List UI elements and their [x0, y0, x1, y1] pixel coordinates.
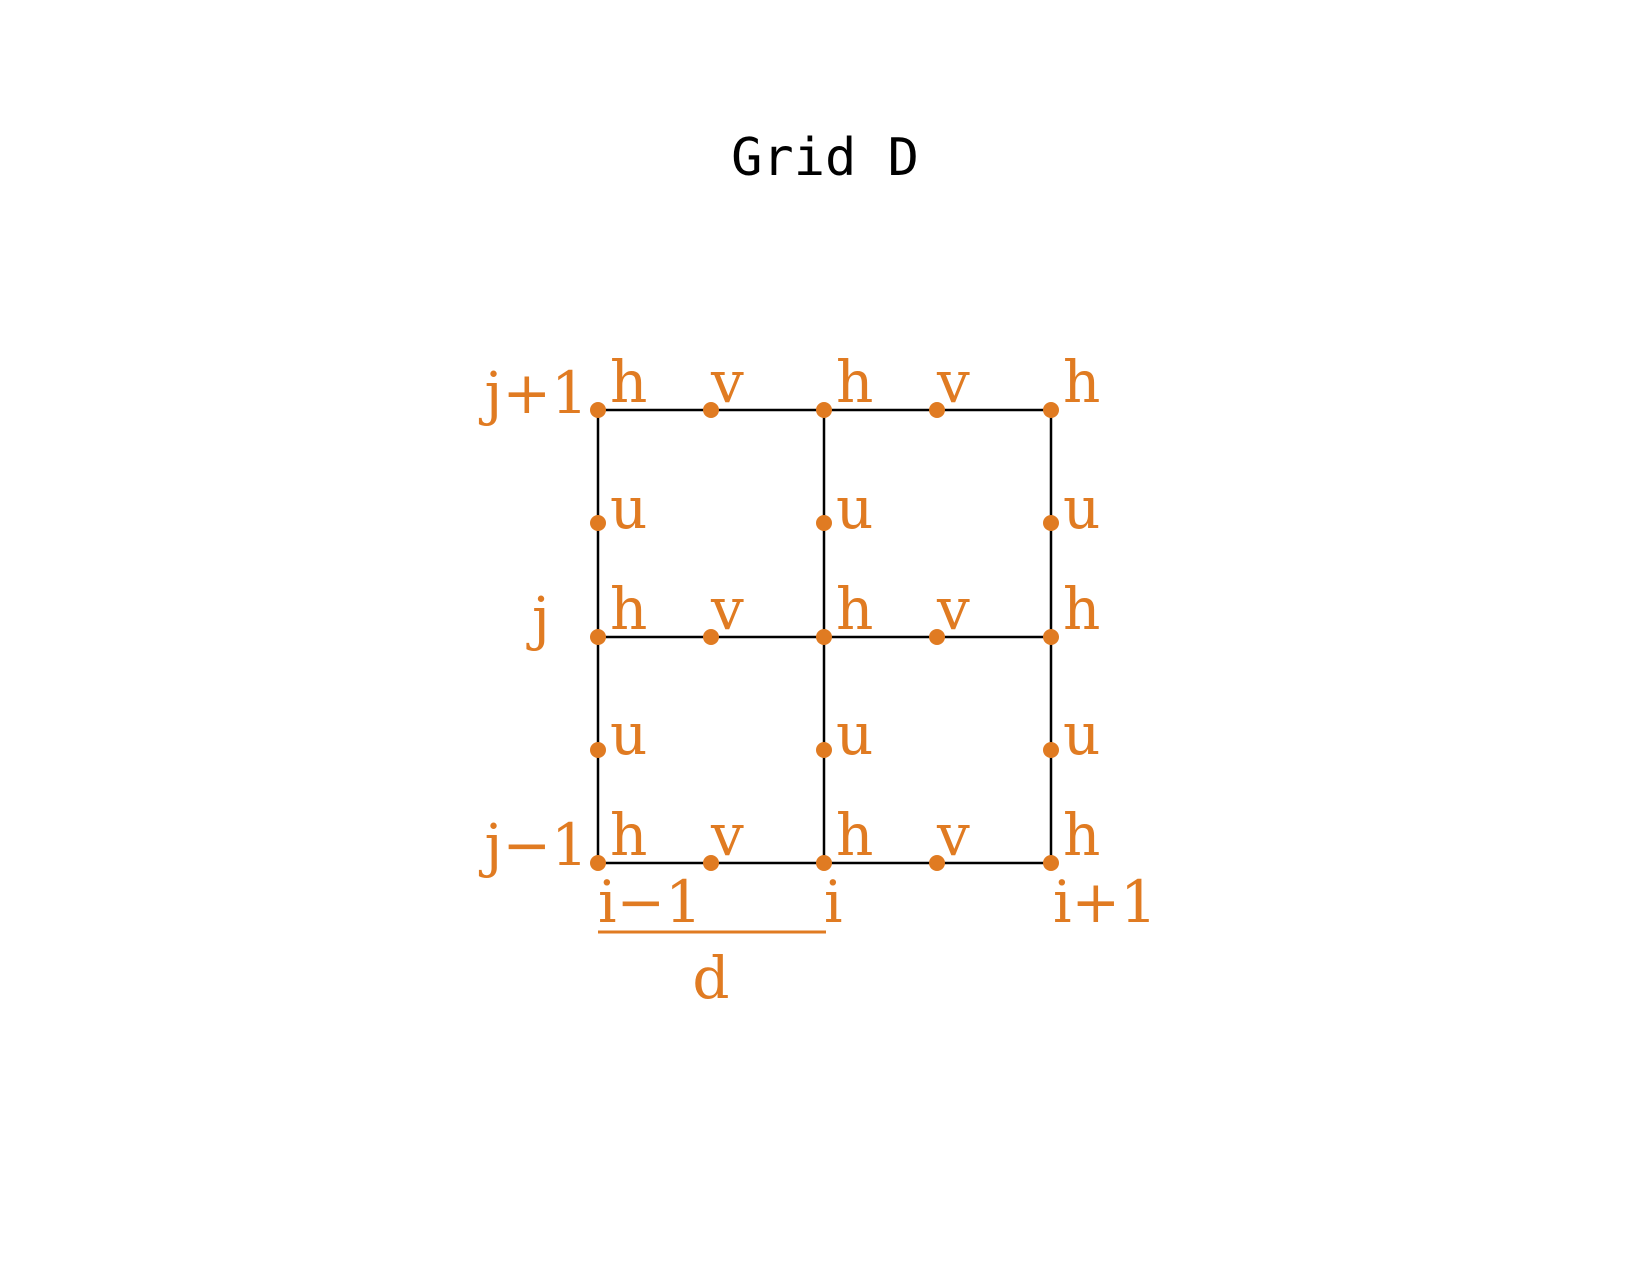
column-labels: i−1 i i+1: [598, 868, 1157, 936]
h-node: [1043, 629, 1059, 645]
h-label: h: [610, 575, 647, 643]
u-label: u: [836, 700, 873, 768]
v-label: v: [710, 801, 744, 869]
h-node: [816, 402, 832, 418]
u-label: u: [836, 474, 873, 542]
h-label: h: [836, 348, 873, 416]
v-node: [929, 629, 945, 645]
column-label-i-minus-1: i−1: [598, 868, 702, 936]
h-node: [1043, 855, 1059, 871]
h-nodes: [590, 402, 1059, 871]
column-label-i-plus-1: i+1: [1053, 868, 1157, 936]
u-label: u: [1063, 474, 1100, 542]
u-node: [1043, 515, 1059, 531]
u-node: [590, 515, 606, 531]
v-node: [703, 402, 719, 418]
v-nodes: [703, 402, 945, 871]
h-label: h: [1063, 801, 1100, 869]
h-node: [590, 629, 606, 645]
v-label: v: [710, 575, 744, 643]
h-label: h: [1063, 575, 1100, 643]
row-label-j-minus-1: j−1: [479, 811, 588, 879]
u-node: [590, 742, 606, 758]
h-node: [590, 855, 606, 871]
u-nodes: [590, 515, 1059, 758]
v-node: [929, 402, 945, 418]
h-label: h: [610, 348, 647, 416]
v-label: v: [710, 348, 744, 416]
h-labels: h h h h h h h h h: [610, 348, 1100, 869]
v-node: [929, 855, 945, 871]
h-label: h: [610, 801, 647, 869]
v-label: v: [936, 348, 970, 416]
u-label: u: [610, 700, 647, 768]
u-labels: u u u u u u: [610, 474, 1100, 768]
h-node: [816, 855, 832, 871]
u-node: [1043, 742, 1059, 758]
v-label: v: [936, 575, 970, 643]
u-label: u: [610, 474, 647, 542]
u-node: [816, 515, 832, 531]
u-label: u: [1063, 700, 1100, 768]
diagram-title: Grid D: [731, 128, 919, 188]
row-label-j: j: [526, 584, 550, 652]
h-node: [590, 402, 606, 418]
v-node: [703, 855, 719, 871]
spacing-label: d: [692, 944, 729, 1012]
row-labels: j+1 j j−1: [479, 359, 588, 879]
h-node: [816, 629, 832, 645]
v-label: v: [936, 801, 970, 869]
column-label-i: i: [824, 868, 843, 936]
row-label-j-plus-1: j+1: [479, 359, 588, 427]
v-labels: v v v v v v: [710, 348, 970, 869]
u-node: [816, 742, 832, 758]
h-node: [1043, 402, 1059, 418]
h-label: h: [836, 801, 873, 869]
h-label: h: [836, 575, 873, 643]
h-label: h: [1063, 348, 1100, 416]
v-node: [703, 629, 719, 645]
